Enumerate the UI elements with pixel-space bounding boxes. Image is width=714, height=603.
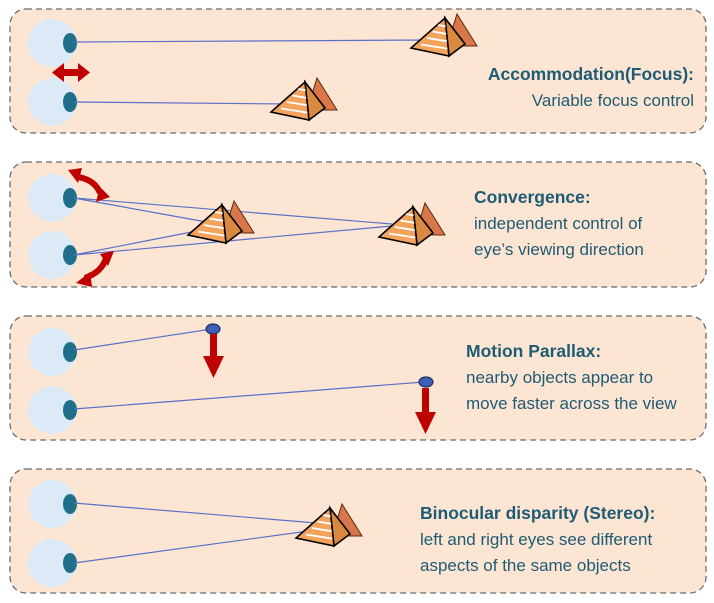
panel-convergence: Convergence: independent control of eye’… [9,161,707,288]
dot-object-icon [418,376,434,388]
panel-title: Motion Parallax: [466,341,601,361]
eye-icon [28,78,77,126]
panel-description-line: independent control of [474,214,643,233]
panel-box [9,8,707,134]
eye-icon [28,480,77,528]
panel-binocular-disparity: Binocular disparity (Stereo): left and r… [9,468,707,594]
panel-description-line: eye’s viewing direction [474,240,644,259]
panel-title: Accommodation(Focus): [488,64,694,84]
eye-icon [28,174,77,222]
curved-arrow-icon [76,251,114,287]
sight-line [73,529,317,564]
panel-description-line: left and right eyes see different [420,530,652,549]
sight-line [73,227,213,256]
panel-motion-parallax: Motion Parallax: nearby objects appear t… [9,315,707,441]
double-arrow-icon [52,63,90,82]
panel-box [9,161,707,288]
sight-line [73,39,431,43]
panel-accommodation: Accommodation(Focus): Variable focus con… [9,8,707,134]
eye-icon [28,231,77,279]
panel-title: Convergence: [474,187,591,207]
eye-icon [28,539,77,587]
sight-line [73,381,425,410]
panel-description-line: move faster across the view [466,394,677,413]
down-arrow-icon [415,388,436,434]
sight-line [73,225,393,256]
eye-icon [28,328,77,376]
sight-line [73,328,213,351]
eye-icon [28,386,77,434]
sight-line [73,101,291,105]
eye-icon [28,19,77,67]
panel-description-line: nearby objects appear to [466,368,653,387]
panel-description-line: Variable focus control [532,91,694,110]
curved-arrow-icon [68,168,110,202]
panel-description-line: aspects of the same objects [420,556,631,575]
sight-line [73,502,317,524]
panel-title: Binocular disparity (Stereo): [420,503,655,523]
dot-object-icon [205,323,221,335]
panel-box [9,315,707,441]
down-arrow-icon [203,334,224,378]
sight-line [73,197,213,224]
